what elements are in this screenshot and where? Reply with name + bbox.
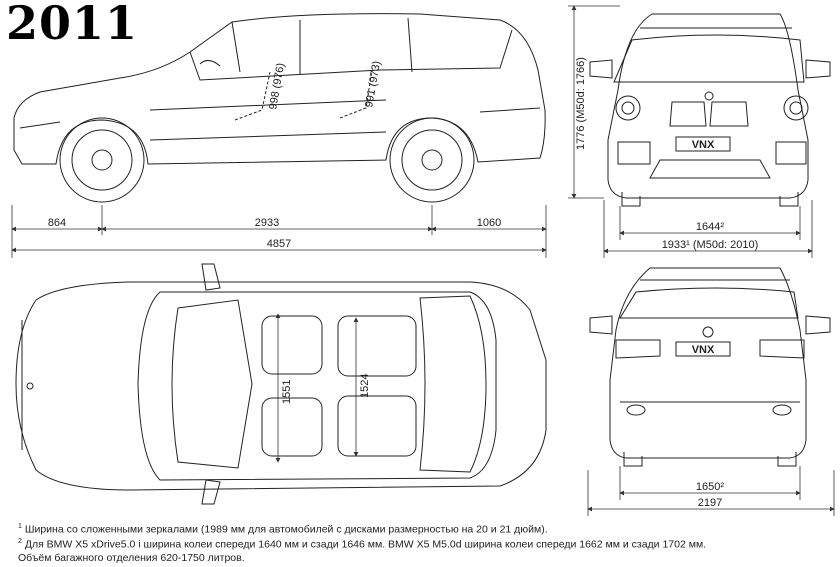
front-view — [589, 13, 831, 207]
headroom-rear-label: 991 (973) — [363, 60, 383, 108]
shoulder-front-label: 1551 — [281, 380, 293, 404]
width-mirrors-label: 2197 — [698, 497, 722, 509]
front-track-label: 1644² — [696, 221, 724, 233]
front-overhang-label: 864 — [48, 217, 66, 229]
length-label: 4857 — [267, 238, 291, 250]
footnote-1: 1 Ширина со сложенными зеркалами (1989 м… — [18, 523, 548, 536]
height-label: 1776 (M50d: 1766) — [575, 57, 587, 150]
rear-overhang-label: 1060 — [477, 217, 501, 229]
side-dimension-lines — [11, 205, 547, 258]
top-view — [15, 263, 547, 505]
headroom-front-label: 998 (976) — [267, 62, 287, 110]
shoulder-rear-label: 1524 — [359, 374, 371, 398]
width-label: 1933¹ (M50d: 2010) — [662, 239, 759, 251]
front-license-plate: VNX — [692, 139, 715, 151]
rear-dimension-lines — [587, 466, 835, 516]
year-title: 2011 — [6, 0, 139, 50]
top-dimension-lines — [275, 313, 359, 463]
wheelbase-label: 2933 — [255, 217, 279, 229]
side-view — [13, 13, 546, 203]
footnote-2: 2 Для BMW X5 xDrive5.0 i ширина колеи сп… — [18, 538, 707, 551]
rear-track-label: 1650² — [696, 481, 724, 493]
rear-license-plate: VNX — [692, 344, 715, 356]
front-dimension-lines — [568, 5, 813, 258]
footnote-3: Объём багажного отделения 620-1750 литро… — [18, 552, 245, 564]
rear-view — [589, 267, 831, 467]
